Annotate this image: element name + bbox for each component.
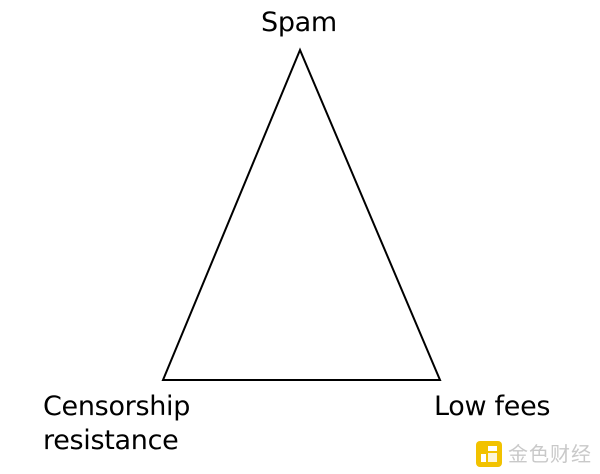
vertex-label-bottom-left: Censorship resistance bbox=[43, 390, 190, 458]
vertex-label-bottom-right: Low fees bbox=[434, 391, 551, 422]
vertex-label-bottom-left-line-2: resistance bbox=[43, 425, 179, 456]
watermark: 金色财经 bbox=[476, 440, 592, 468]
gold-square-logo-icon bbox=[476, 441, 502, 467]
watermark-text: 金色财经 bbox=[508, 442, 592, 466]
vertex-label-bottom-left-line-1: Censorship bbox=[43, 391, 191, 422]
triangle-outline bbox=[161, 47, 442, 381]
vertex-label-top: Spam bbox=[261, 7, 337, 38]
